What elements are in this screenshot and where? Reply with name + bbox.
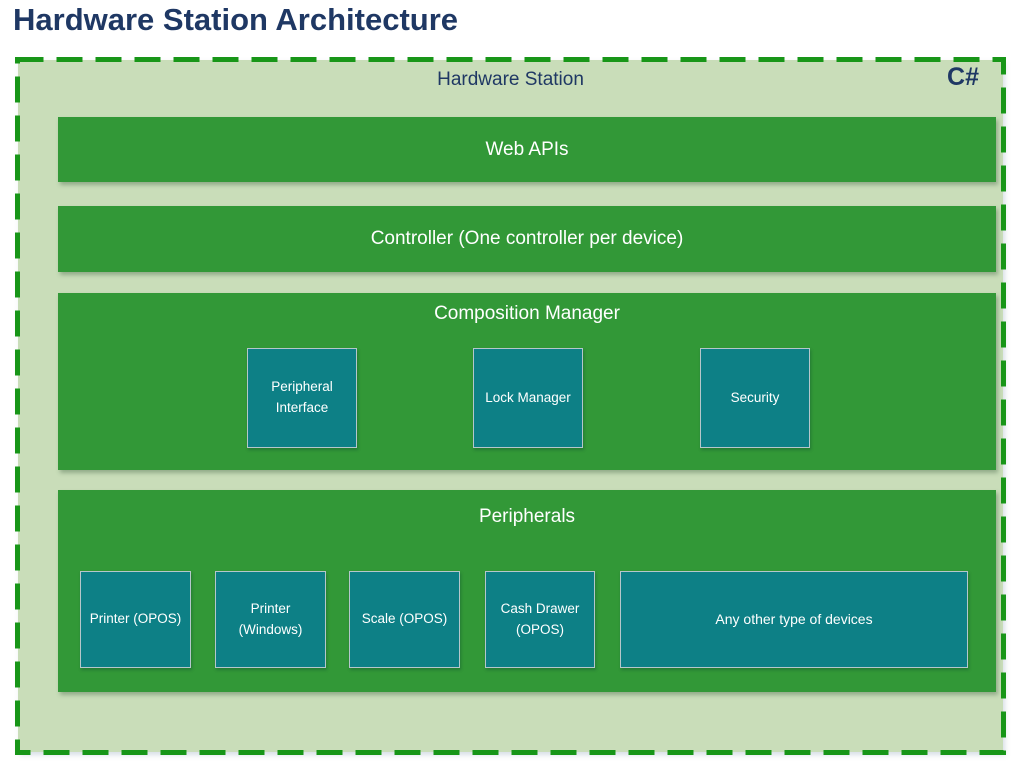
module-printer-opos-label: Printer (OPOS) [89,611,182,627]
module-printer-windows-label: Printer (Windows) [238,600,303,637]
module-peripheral-interface-label: Peripheral Interface [271,379,333,415]
module-lock-manager-label: Lock Manager [485,389,571,405]
module-peripheral-interface: Peripheral Interface [247,348,357,448]
module-scale-opos: Scale (OPOS) [349,571,460,668]
module-lock-manager: Lock Manager [473,348,583,448]
layer-composition-manager-label: Composition Manager [434,303,620,324]
module-scale-opos-label: Scale (OPOS) [361,611,448,627]
layer-peripherals-label: Peripherals [478,506,576,527]
hardware-station-frame: Hardware Station C# Web APIs Controller … [15,57,1006,755]
layer-controller-label: Controller (One controller per device) [370,228,684,249]
layer-web-apis-label: Web APIs [485,138,569,160]
language-badge: C# [947,63,979,91]
layer-web-apis: Web APIs [58,117,996,182]
layer-composition-manager: Composition Manager Peripheral Interface… [58,293,996,470]
module-printer-windows: Printer (Windows) [215,571,326,668]
page-title: Hardware Station Architecture [13,2,459,37]
module-security-label: Security [730,389,780,405]
module-cash-drawer-opos: Cash Drawer (OPOS) [485,571,595,668]
module-cash-drawer-opos-label: Cash Drawer (OPOS) [500,600,580,637]
module-printer-opos: Printer (OPOS) [80,571,191,668]
module-security: Security [700,348,810,448]
layer-peripherals: Peripherals Printer (OPOS) Printer (Wind… [58,490,996,692]
module-any-other-devices-label: Any other type of devices [715,610,873,627]
layer-controller: Controller (One controller per device) [58,206,996,272]
module-any-other-devices: Any other type of devices [620,571,968,668]
frame-title: Hardware Station [437,69,584,90]
